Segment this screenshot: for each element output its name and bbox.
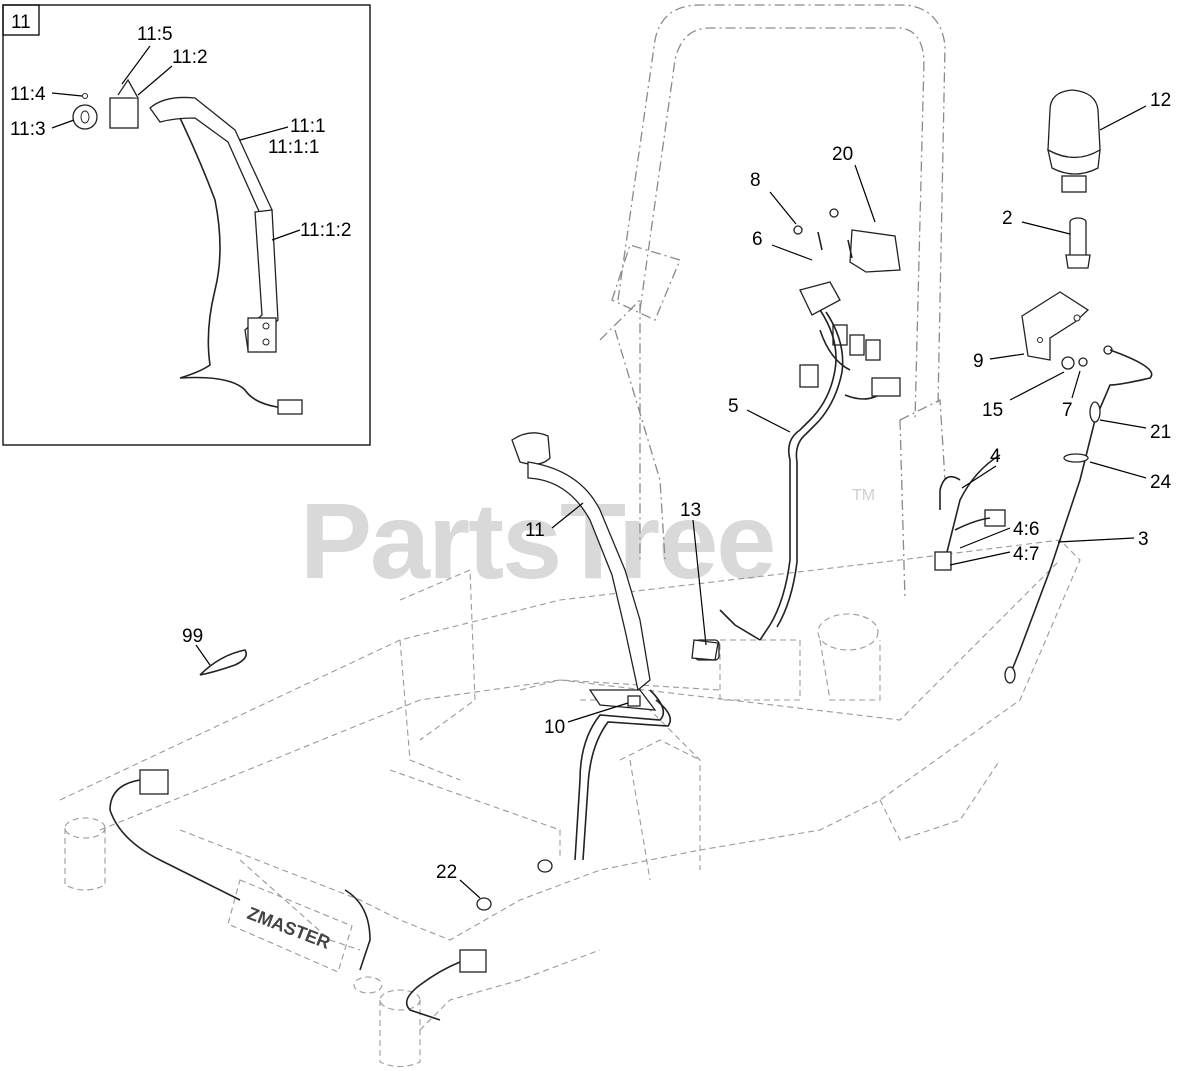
callout-7: 7: [1062, 400, 1073, 421]
callout-11-4: 11:4: [10, 84, 46, 105]
beacon-bracket: [1021, 291, 1090, 361]
callout-3: 3: [1138, 529, 1149, 550]
callout-5: 5: [728, 396, 739, 417]
wire-harness: [719, 281, 901, 641]
inset-label: 11: [11, 12, 31, 33]
callout-11-1-2: 11:1:2: [300, 220, 351, 241]
callout-12: 12: [1150, 90, 1171, 111]
callout-2: 2: [1002, 208, 1013, 229]
callout-13: 13: [680, 500, 701, 521]
callout-11: 11: [525, 520, 545, 541]
beacon-light: [1047, 89, 1101, 193]
callout-8: 8: [750, 170, 761, 191]
hardware-nuts: [793, 208, 1113, 370]
callout-11-3: 11:3: [10, 119, 46, 140]
mount-stud: [1065, 217, 1091, 269]
callout-4: 4: [990, 446, 1001, 467]
inset-detail-box: 11 11:5 11:2 11:4 11:3 11:1 11:1:1: [2, 4, 371, 446]
leader-11-3: [51, 119, 75, 129]
callout-11-2: 11:2: [172, 47, 208, 68]
cover-bracket: [849, 229, 901, 273]
brand-plate-text: ZMASTER: [245, 903, 333, 953]
leader-11-4: [51, 92, 83, 97]
roll-bar-outline: [599, 4, 946, 601]
leader-11-5: [121, 45, 151, 85]
sub-harness: [934, 454, 1006, 571]
inset-light-bar: [72, 78, 303, 415]
watermark-trademark: TM: [852, 487, 875, 504]
callout-11-1: 11:1: [290, 116, 326, 137]
front-harness: [109, 769, 487, 1021]
callout-21: 21: [1150, 422, 1171, 443]
callout-20: 20: [832, 144, 853, 165]
callout-22: 22: [436, 862, 457, 883]
callout-11-5: 11:5: [137, 24, 173, 45]
beacon-cable: [1004, 349, 1153, 684]
leader-11-2: [137, 65, 173, 96]
callout-11-1-1: 11:1:1: [268, 137, 319, 158]
brand-plate: ZMASTER: [227, 879, 353, 973]
callout-99: 99: [182, 626, 203, 647]
mower-frame-outline: [59, 539, 1081, 1068]
callout-4-6: 4:6: [1013, 519, 1039, 540]
light-bar-mount: [511, 432, 720, 861]
watermark-text: PartsTree: [300, 480, 774, 601]
callout-10: 10: [544, 717, 565, 738]
callout-24: 24: [1150, 472, 1172, 493]
leader-11-1-2: [271, 229, 301, 241]
small-parts: [199, 639, 719, 911]
callout-6: 6: [752, 229, 763, 250]
callout-9: 9: [973, 351, 984, 372]
callout-15: 15: [982, 400, 1003, 421]
leader-11-1: [239, 126, 289, 141]
leaders: [195, 105, 1147, 899]
callout-4-7: 4:7: [1013, 544, 1039, 565]
